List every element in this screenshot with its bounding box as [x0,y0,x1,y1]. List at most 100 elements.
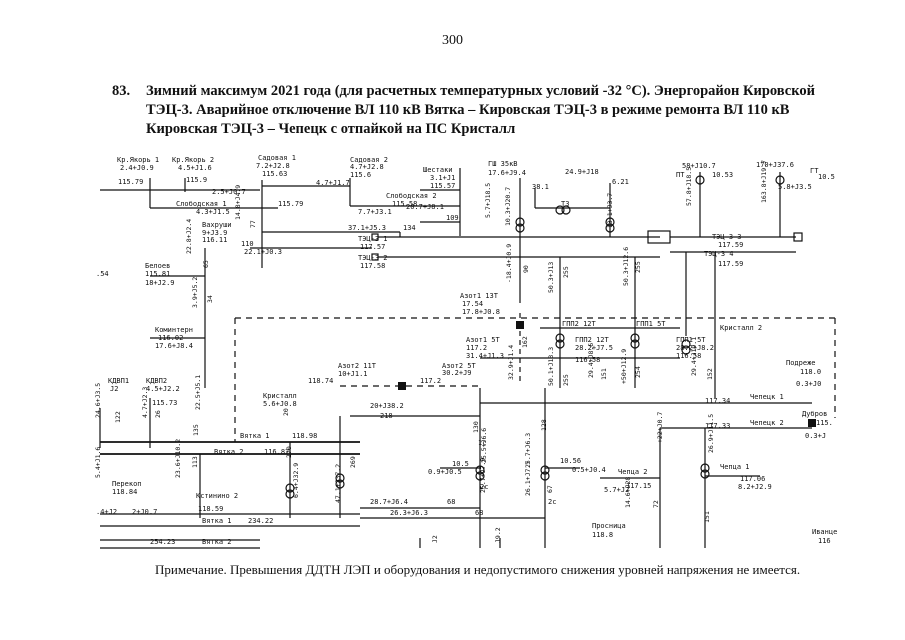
flow-label: 24.6+J3.5 [94,383,102,418]
flow-label: 151 [600,368,608,380]
scheme-label: 117.34 [705,397,730,405]
flow-label: 32.9+J1.4 [507,345,515,380]
scheme-label: 5.7+J2 [604,486,629,494]
flow-label: 6.4+J32.9 [292,463,300,498]
flow-label: 254 [634,366,642,378]
scheme-label: 10.56 [560,457,581,465]
flow-label: 162 [521,336,529,348]
flow-label: 25.7+J6.3 [524,433,532,468]
flow-label: 269 [349,456,357,468]
scheme-label: Слободская 1 [176,200,227,208]
scheme-label: 116.58 [575,356,600,364]
scheme-label: 116.87 [264,448,289,456]
scheme-label: ТЭЦ-3 4 [704,250,734,258]
scheme-label: J2 [110,385,118,393]
scheme-label: ТЭЦ-3 3 [712,233,742,241]
flow-label: 20 [282,408,290,416]
scheme-label: 117.58 [360,262,385,270]
flow-label: 163.8+J19.7 [760,160,768,203]
flow-label: 65 [202,260,210,268]
scheme-label: ГШ 35кВ [488,160,518,168]
scheme-label: Чепца 2 [618,468,648,476]
scheme-label: ТЗ [561,200,569,208]
scheme-label: 0.3+J [805,432,826,440]
flow-label: J9.2 [494,527,502,543]
scheme-label: 20.7+J8.1 [406,203,444,211]
flow-label: 34 [206,295,214,303]
heading-line-1: Зимний максимум 2021 года (для расчетных… [146,83,816,99]
scheme-label: Садовая 2 [350,156,388,164]
flow-label: 14.6+J28 [624,477,632,508]
scheme-label: 20+J38.2 [370,402,404,410]
scheme-label: 5.6+J0.8 [263,400,297,408]
scheme-label: Кристалл 2 [720,324,762,332]
scheme-label: 0.5+J0.4 [572,466,606,474]
scheme-label: 28.2+J8.2 [676,344,714,352]
scheme-label: 10.5 [818,173,835,181]
scheme-label: 117.33 [705,422,730,430]
scheme-label: Коминтерн [155,326,193,334]
flow-label: 29.4+J19.1 [690,337,698,376]
scheme-label: ГТ [810,167,819,175]
scheme-label: Вятка 1 [240,432,270,440]
flow-label: 50.1+J13.3 [547,347,555,386]
flow-label: 122 [114,411,122,423]
flow-label: 26.9+J11.5 [707,414,715,453]
scheme-label: 116 [818,537,831,545]
scheme-label: Азот2 5Т [442,362,477,370]
scheme-label: Чепецк 1 [750,393,784,401]
scheme-label: Кр.Якорь 2 [172,156,214,164]
scheme-label: Дубров [802,410,827,418]
flow-label: 5.7+J18.5 [484,183,492,218]
flow-label: 29.4+J8.6 [587,343,595,378]
scheme-label: 117.2 [420,377,441,385]
tec3-bus3-node [793,232,803,242]
scheme-label: ПТ [676,171,685,179]
flow-label: 50.3+J12.6 [622,247,630,286]
flow-label: J2 [431,535,439,543]
scheme-label: Белоев [145,262,170,270]
scheme-label: Вятка 2 [202,538,232,546]
flow-label: 22.5+J5.1 [194,375,202,410]
scheme-label: 118.98 [292,432,317,440]
scheme-label: 4.7+J1.7 [316,179,350,187]
flow-label: 47.1+J37.2 [334,464,342,503]
scheme-label: 28.2+J7.5 [575,344,613,352]
scheme-label: 26.3+J6.3 [390,509,428,517]
scheme-label: 4.5+J1.6 [178,164,212,172]
scheme-label: 170+J37.6 [756,161,794,169]
flow-label: 135 [192,424,200,436]
scheme-label: 2.5+J0.7 [212,188,246,196]
scheme-label: 115.9 [186,176,207,184]
scheme-label: 0.3+J0 [796,380,821,388]
scheme-label: 115.6 [350,171,371,179]
scheme-label: .54 [96,270,109,278]
heading-line-3: Кировская ТЭЦ-3 – Чепецк с отпайкой на П… [146,121,516,137]
flow-label: 255 [562,374,570,386]
scheme-label: Кристалл [263,392,297,400]
scheme-label: 2с [548,498,556,506]
flow-label: 22.8+J2.4 [185,219,193,254]
flow-label: 14.8+J4.9 [234,185,242,220]
scheme-label: 254.23 [150,538,175,546]
scheme-label: 37.1+J5.3 [348,224,386,232]
scheme-label: Чепецк 2 [750,419,784,427]
scheme-label: Азот2 11Т [338,362,377,370]
scheme-label: 2+J0.7 [132,508,157,516]
scheme-label: 118.59 [198,505,223,513]
scheme-label: 17.8+J0.8 [462,308,500,316]
flow-label: 10.3+J20.7 [504,187,512,226]
scheme-breakers [398,321,816,427]
scheme-label: ГПП1 5Т [636,320,666,328]
scheme-label: 117.57 [360,243,385,251]
scheme-label: 9+J3.9 [202,229,227,237]
flow-label: 25.5+J6.6 [480,428,488,463]
flow-label: 26.1+J7.7 [524,461,532,496]
flow-label: 255 [634,261,642,273]
scheme-label: КДВП2 [146,377,167,385]
scheme-label: 118.8 [592,531,613,539]
flow-label: -18.4+J0.9 [505,244,513,283]
scheme-label: 118.74 [308,377,333,385]
